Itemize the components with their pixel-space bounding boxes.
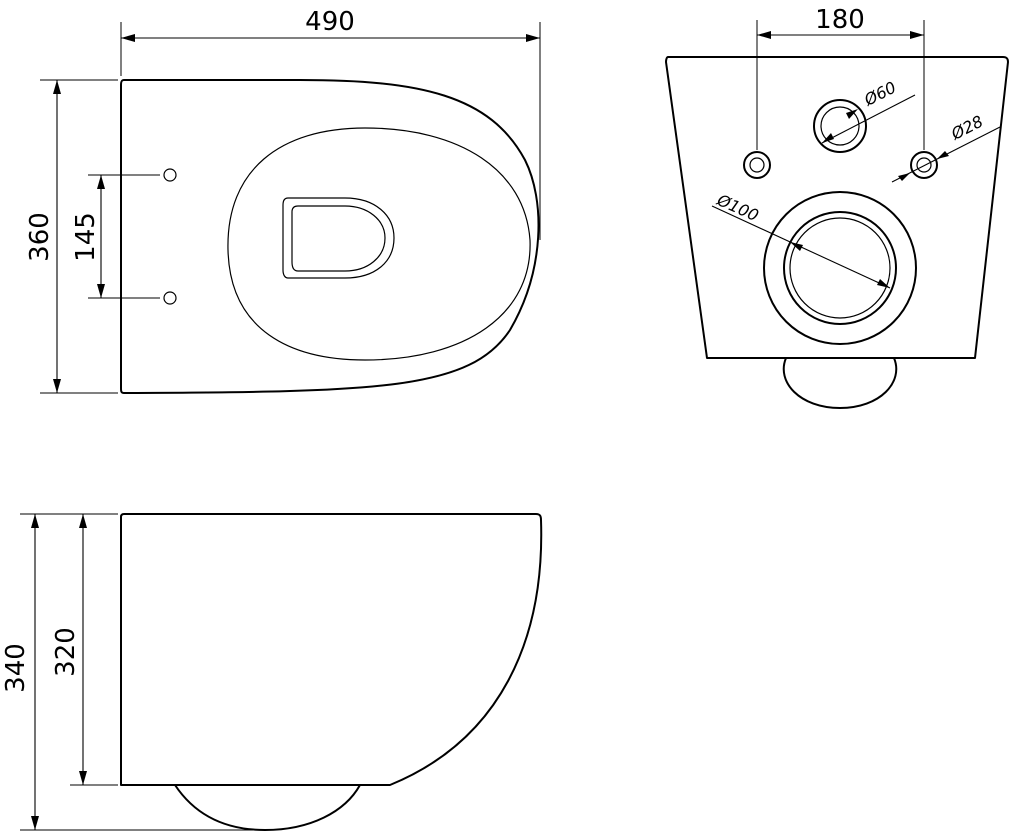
rear-view-outline bbox=[665, 56, 1009, 359]
inlet-outer bbox=[813, 99, 867, 153]
top-view-drain-outer bbox=[282, 197, 395, 279]
rear-view: 180 Ø60 Ø28 Ø100 bbox=[665, 5, 1009, 409]
holes-label: 145 bbox=[71, 212, 101, 262]
depth-label: 360 bbox=[25, 212, 55, 262]
side-view-outline bbox=[120, 513, 543, 786]
total-height-arrow-top bbox=[31, 514, 39, 528]
outlet-leader-arrow-b bbox=[877, 279, 890, 288]
bolt-left-outer bbox=[743, 151, 771, 179]
width-label: 490 bbox=[305, 7, 355, 37]
bolt-spacing-label: 180 bbox=[815, 5, 865, 35]
top-view-outline bbox=[120, 79, 540, 394]
body-height-arrow-bottom bbox=[79, 771, 87, 785]
inlet-leader-arrow-b bbox=[846, 109, 858, 119]
holes-arrow-top bbox=[97, 175, 105, 189]
side-view: 340 320 bbox=[1, 513, 543, 831]
outlet-label: Ø100 bbox=[713, 190, 761, 225]
width-arrow-right bbox=[526, 34, 540, 42]
body-height-arrow-top bbox=[79, 514, 87, 528]
depth-arrow-top bbox=[53, 80, 61, 94]
total-height-label: 340 bbox=[1, 643, 31, 693]
total-height-arrow-bottom bbox=[31, 816, 39, 830]
body-height-label: 320 bbox=[51, 627, 81, 677]
bolt-label: Ø28 bbox=[947, 112, 986, 144]
top-view-mount-hole-lower bbox=[163, 291, 177, 305]
outlet-mid bbox=[783, 211, 897, 325]
top-view-mount-hole-upper bbox=[163, 168, 177, 182]
rear-view-bulge bbox=[782, 357, 898, 409]
top-view: 490 360 145 bbox=[25, 7, 541, 394]
outlet-inner bbox=[789, 217, 891, 319]
bolt-left-inner bbox=[749, 157, 765, 173]
inlet-leader-arrow-a bbox=[822, 133, 834, 143]
top-view-rim bbox=[227, 127, 531, 361]
bolt-leader-arrow-a bbox=[898, 173, 910, 181]
width-arrow-left bbox=[121, 34, 135, 42]
bolt-spacing-arrow-left bbox=[757, 31, 771, 39]
inlet-label: Ø60 bbox=[860, 78, 899, 110]
holes-arrow-bottom bbox=[97, 284, 105, 298]
bolt-right-inner bbox=[916, 157, 932, 173]
inlet-inner bbox=[820, 106, 860, 146]
outlet-leader-arrow-a bbox=[790, 242, 803, 251]
side-view-bulge bbox=[174, 784, 361, 831]
inlet-leader bbox=[821, 94, 916, 144]
top-view-drain-inner bbox=[291, 205, 386, 272]
bolt-right-outer bbox=[910, 151, 938, 179]
bolt-leader-arrow-b bbox=[937, 151, 949, 159]
depth-arrow-bottom bbox=[53, 379, 61, 393]
outlet-outer bbox=[763, 191, 917, 345]
bolt-spacing-arrow-right bbox=[910, 31, 924, 39]
